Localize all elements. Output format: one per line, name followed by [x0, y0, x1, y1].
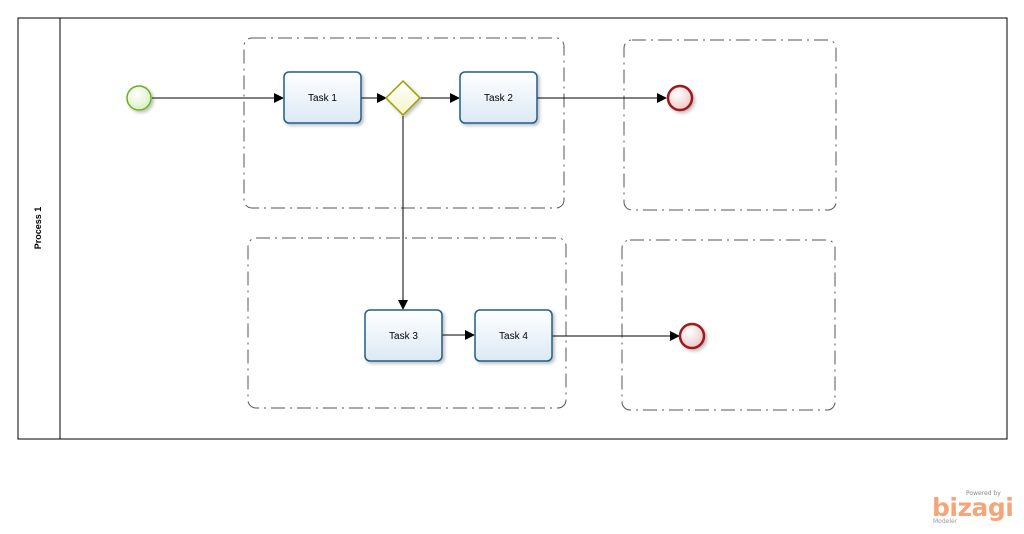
- powered-by-text: Powered by: [966, 490, 1001, 497]
- end-event-bottom[interactable]: [678, 322, 706, 350]
- task-1-label: Task 1: [308, 93, 337, 104]
- group-bottom-right[interactable]: [621, 239, 836, 411]
- task-1[interactable]: Task 1: [283, 71, 362, 124]
- group-bottom-left[interactable]: [247, 237, 567, 409]
- pool-label: Process 1: [33, 207, 43, 250]
- task-3-label: Task 3: [389, 331, 418, 342]
- task-4[interactable]: Task 4: [474, 309, 553, 362]
- task-4-label: Task 4: [499, 331, 528, 342]
- group-top-left[interactable]: [243, 37, 565, 209]
- brand-name: bizagi: [932, 493, 1014, 522]
- start-event[interactable]: [126, 85, 152, 111]
- task-2[interactable]: Task 2: [459, 71, 538, 124]
- task-2-label: Task 2: [484, 93, 513, 104]
- product-name: Modeler: [933, 518, 958, 525]
- end-event-top[interactable]: [666, 84, 694, 112]
- task-3[interactable]: Task 3: [364, 309, 443, 362]
- bizagi-logo: Powered by bizagi Modeler: [928, 490, 1014, 530]
- group-top-right[interactable]: [623, 39, 837, 211]
- exclusive-gateway[interactable]: [384, 79, 422, 117]
